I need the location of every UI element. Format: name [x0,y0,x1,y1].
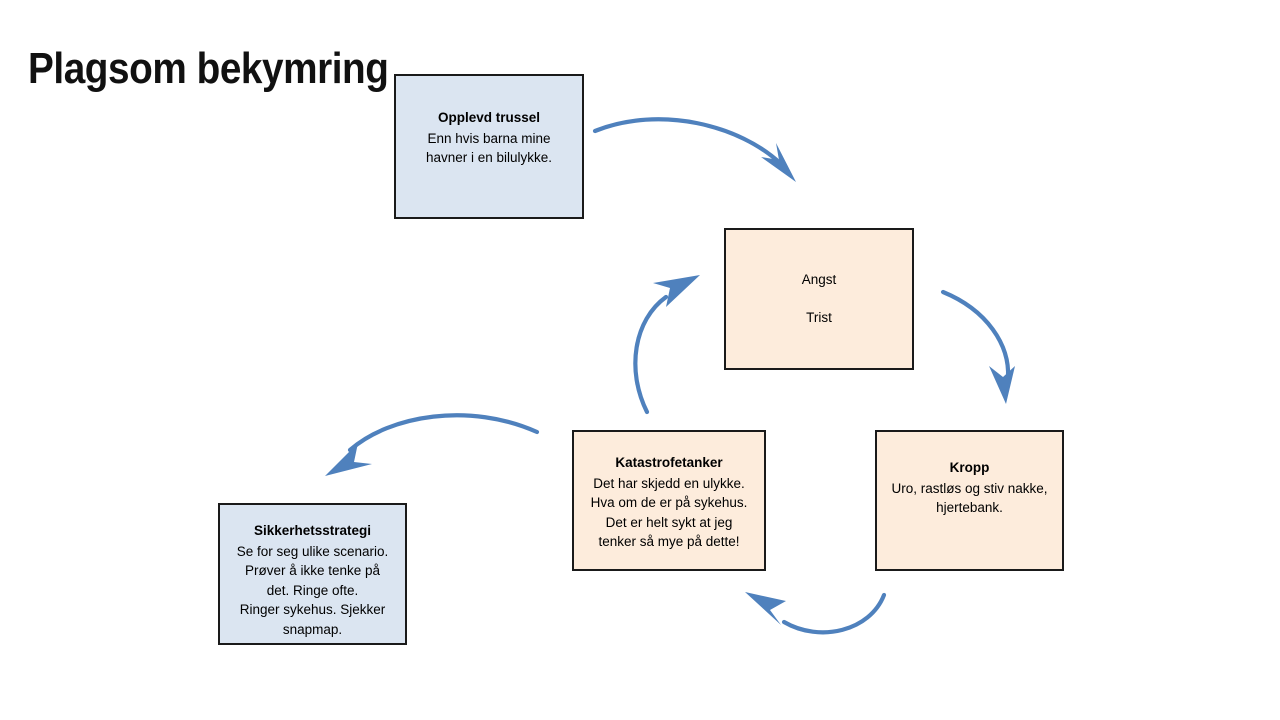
node-opplevd-trussel-line-1: Enn hvis barna mine [427,130,551,146]
arrow-body-to-thoughts-shaft [781,592,887,635]
node-opplevd-trussel[interactable]: Opplevd trussel Enn hvis barna mine havn… [394,74,584,219]
page-title: Plagsom bekymring [28,44,389,93]
node-katastrofetanker-heading: Katastrofetanker [615,455,723,470]
arrow-thoughts-to-emotion-shaft [633,294,669,415]
arrow-emotion-to-body [940,289,1015,404]
node-sikkerhetsstrategi[interactable]: Sikkerhetsstrategi Se for seg ulike scen… [218,503,407,645]
node-folelser-line-1: Angst [801,272,837,288]
arrow-threat-to-emotion-shaft [592,117,784,167]
node-sikkerhetsstrategi-line-5: snapmap. [282,621,343,637]
node-sikkerhetsstrategi-line-3: det. Ringe ofte. [266,582,359,598]
node-sikkerhetsstrategi-line-4: Ringer sykehus. Sjekker [239,602,386,618]
node-katastrofetanker-line-2: Hva om de er på sykehus. [590,495,748,511]
arrow-thoughts-to-safety [325,413,540,476]
node-sikkerhetsstrategi-line-2: Prøver å ikke tenke på [244,563,381,579]
node-opplevd-trussel-line-2: havner i en bilulykke. [425,150,553,166]
node-sikkerhetsstrategi-line-1: Se for seg ulike scenario. [236,543,389,559]
node-kropp-line-1: Uro, rastløs og stiv nakke, [891,480,1048,496]
arrow-emotion-to-body-shaft [940,289,1011,381]
node-folelser-line-2: Trist [806,310,832,325]
arrow-threat-to-emotion [592,117,796,182]
arrow-emotion-to-body-head [989,366,1015,404]
node-katastrofetanker-line-1: Det har skjedd en ulykke. [593,475,745,491]
node-opplevd-trussel-heading: Opplevd trussel [437,110,541,125]
node-katastrofetanker-line-3: Det er helt sykt at jeg [605,514,733,530]
node-katastrofetanker[interactable]: Katastrofetanker Det har skjedd en ulykk… [572,430,766,571]
arrow-thoughts-to-safety-shaft [347,413,540,453]
node-kropp[interactable]: Kropp Uro, rastløs og stiv nakke, hjerte… [875,430,1064,571]
arrow-thoughts-to-emotion [633,275,700,415]
node-folelser[interactable]: Angst Trist [724,228,914,370]
arrow-thoughts-to-emotion-head [653,275,700,307]
arrow-thoughts-to-safety-head [325,443,372,476]
node-sikkerhetsstrategi-heading: Sikkerhetsstrategi [253,523,372,538]
arrow-body-to-thoughts [745,592,887,635]
node-katastrofetanker-line-4: tenker så mye på dette! [598,534,740,550]
arrow-body-to-thoughts-head [745,592,786,625]
node-kropp-line-2: hjertebank. [936,500,1003,516]
node-kropp-heading: Kropp [949,460,990,475]
arrow-threat-to-emotion-head [761,143,796,182]
